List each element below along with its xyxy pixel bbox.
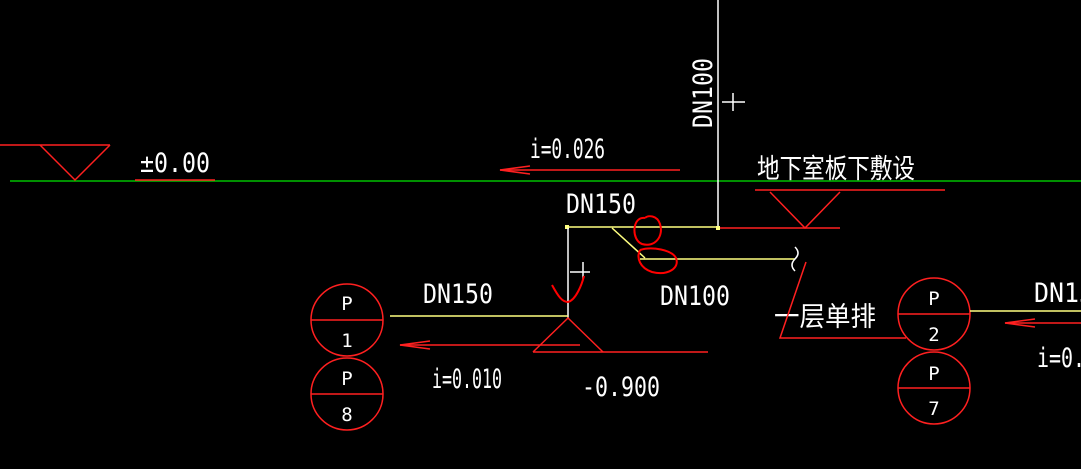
slope-right-label: i=0.0 xyxy=(1037,343,1081,374)
pipe-node-left xyxy=(565,225,569,229)
note-basement-label: 地下室板下敷设 xyxy=(757,154,915,185)
slope-arrow-top xyxy=(499,165,680,175)
pipe-dn100-vertical-label: DN100 xyxy=(688,58,719,128)
pipe-dn150-left-label: DN150 xyxy=(423,279,493,310)
circle-p8-letter: P xyxy=(341,368,352,390)
pipe-node-right xyxy=(716,226,720,230)
circle-p7-letter: P xyxy=(928,363,939,385)
circle-p2-letter: P xyxy=(928,288,939,310)
red-markup-annotation xyxy=(551,215,678,304)
circle-p8-number: 8 xyxy=(341,404,352,426)
elevation-marker-minus xyxy=(532,316,708,353)
circle-p2-number: 2 xyxy=(928,324,939,346)
elevation-marker-right xyxy=(718,189,945,230)
pipe-dn15-right-label: DN15 xyxy=(1034,278,1081,309)
elevation-zero-label: ±0.00 xyxy=(140,148,210,179)
slope-arrow-left xyxy=(399,340,580,350)
slope-top-label: i=0.026 xyxy=(530,134,605,165)
pipe-dn150-center-label: DN150 xyxy=(566,189,636,220)
note-leader xyxy=(778,261,906,339)
elevation-marker-zero xyxy=(0,144,215,182)
circle-p1: P 1 xyxy=(310,283,384,357)
circle-p8: P 8 xyxy=(310,357,384,431)
circle-p2: P 2 xyxy=(897,277,971,351)
circle-p1-number: 1 xyxy=(341,330,352,352)
slope-left-label: i=0.010 xyxy=(432,364,502,395)
circle-p7: P 7 xyxy=(897,351,971,425)
circle-p1-letter: P xyxy=(341,293,352,315)
note-single-label: 一层单排 xyxy=(774,302,876,333)
pipe-end-cap xyxy=(791,246,799,272)
slope-arrow-right xyxy=(1004,318,1081,328)
elevation-minus-label: -0.900 xyxy=(582,372,660,403)
pipe-dn100-lower-label: DN100 xyxy=(660,281,730,312)
circle-p7-number: 7 xyxy=(928,398,939,420)
